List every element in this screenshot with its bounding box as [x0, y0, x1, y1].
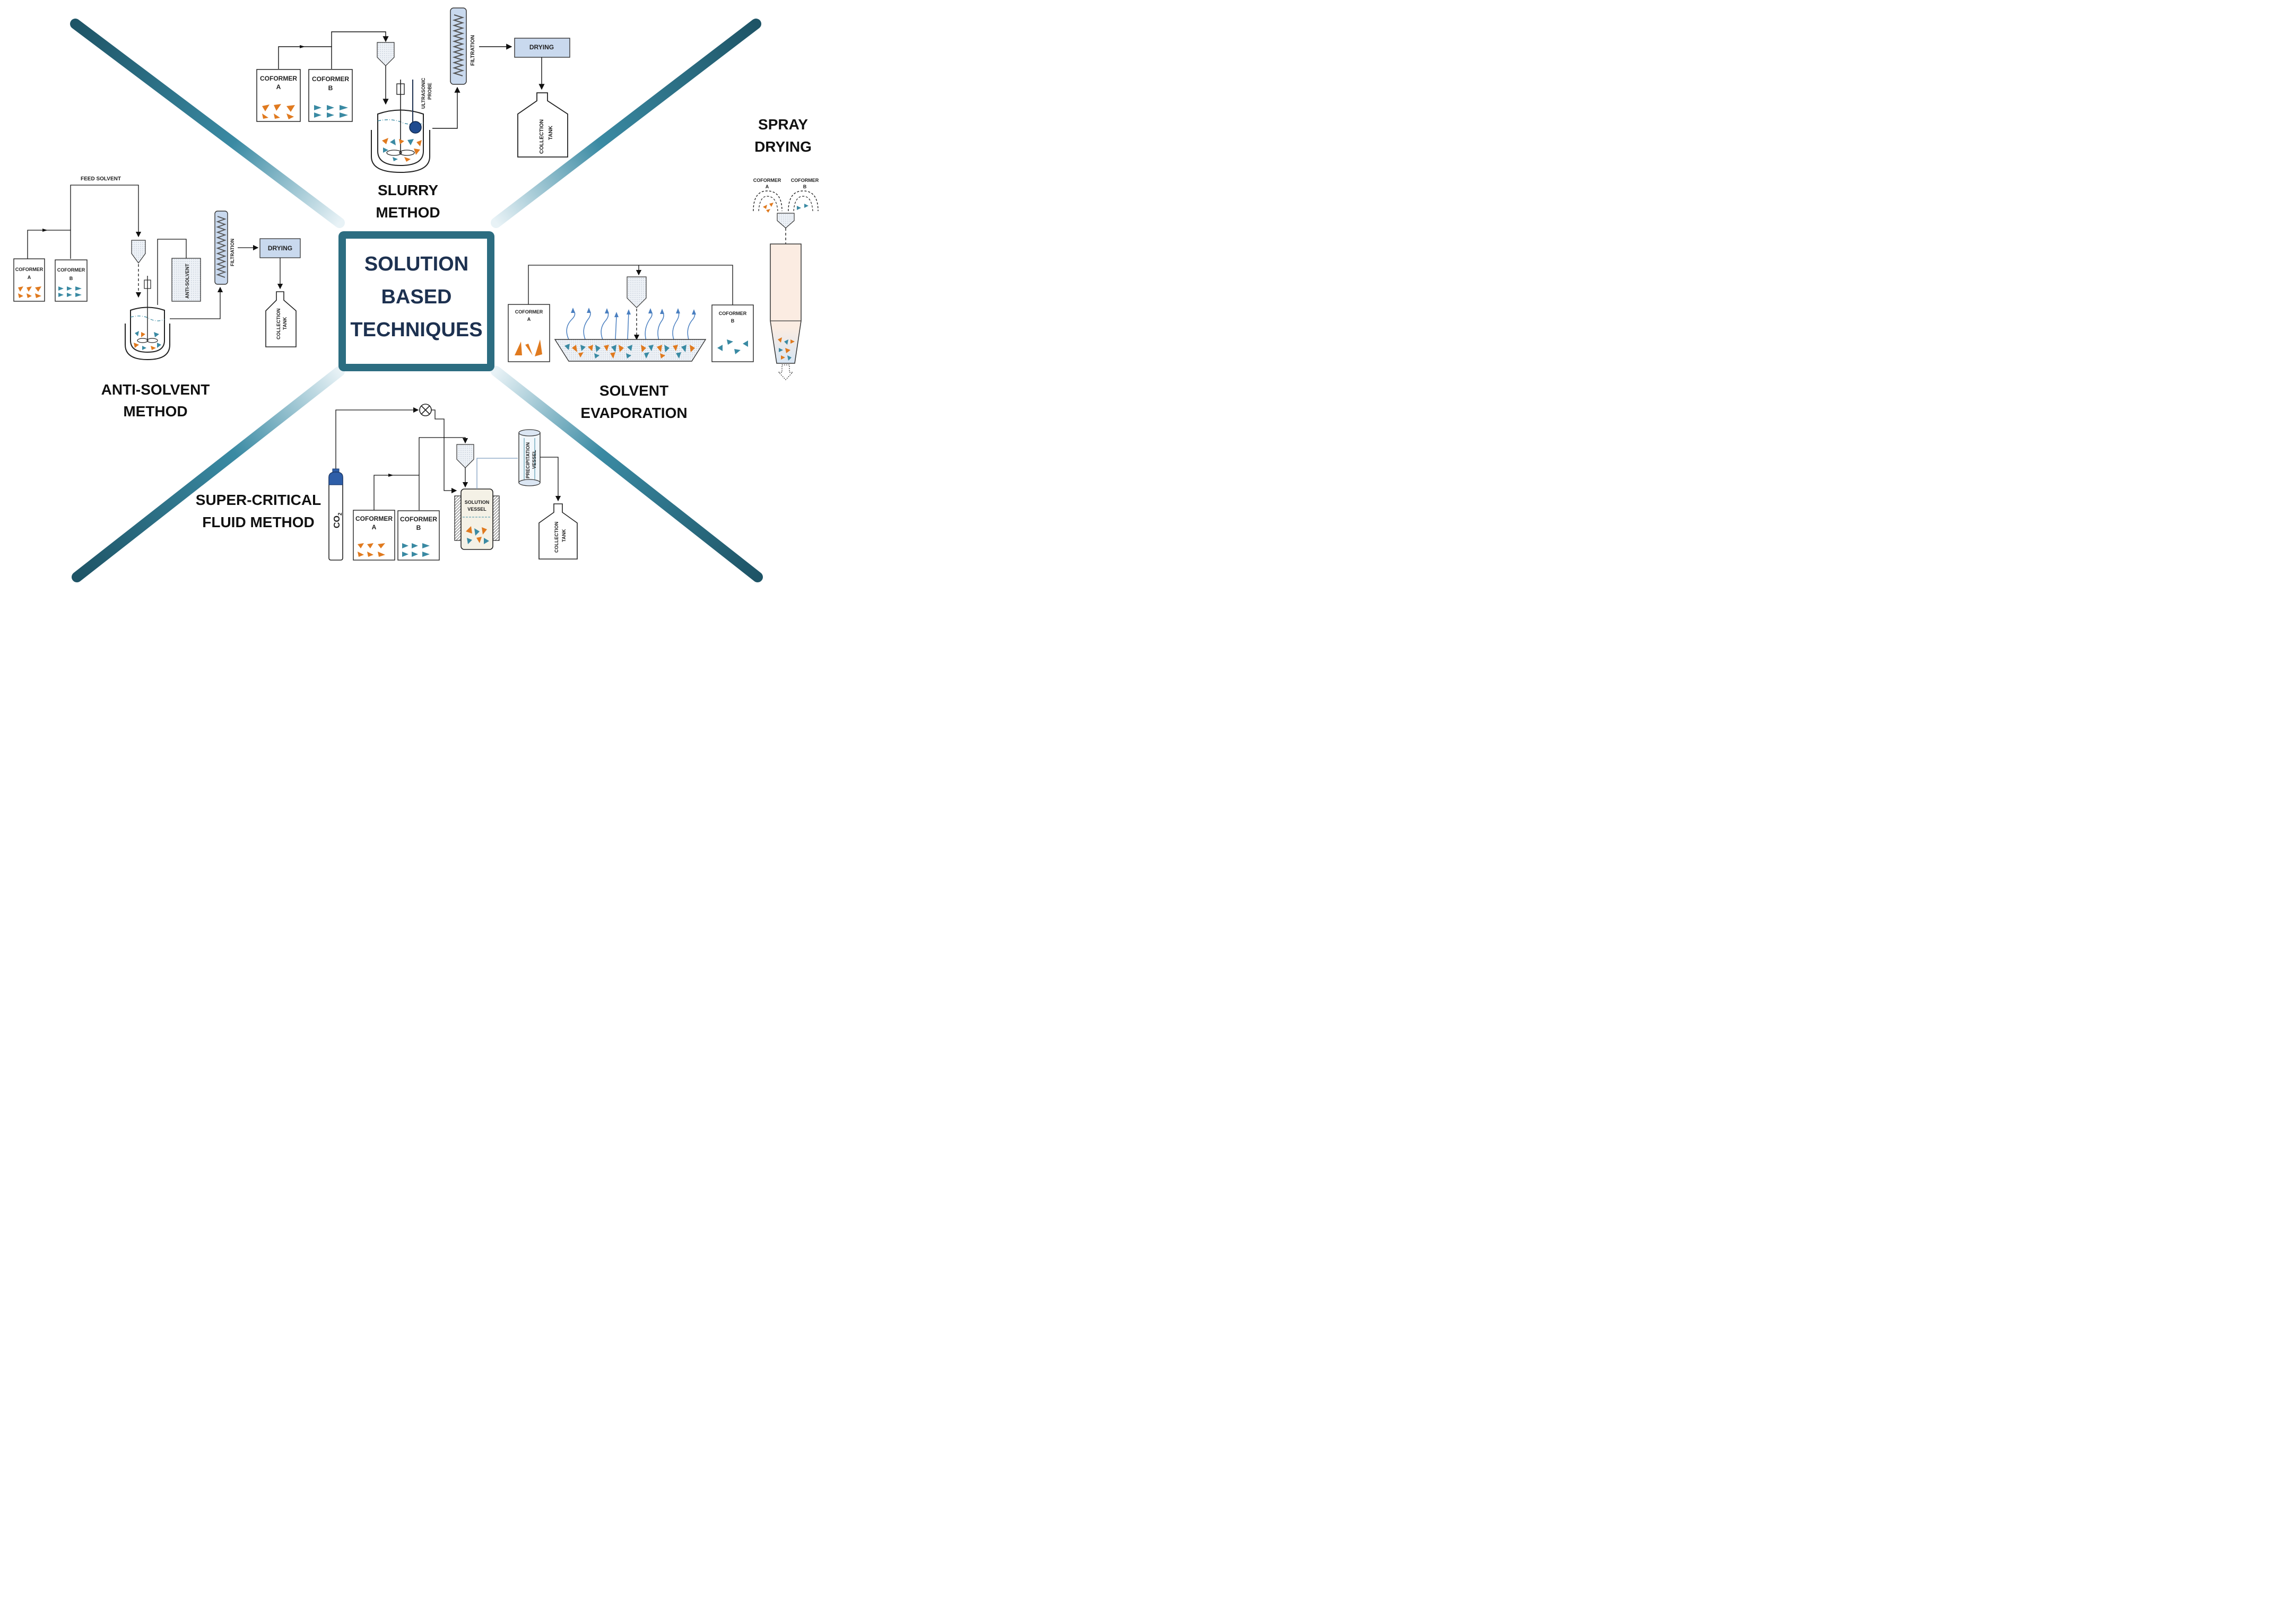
scf-coformer-b-label: COFORMER [400, 516, 437, 523]
slurry-reactor: ULTRASONIC PROBE [371, 77, 432, 173]
slurry-coformer-b-letter: B [328, 84, 333, 92]
scf-solution-label-2: VESSEL [467, 507, 486, 512]
scf-title-line2: FLUID METHOD [202, 514, 315, 530]
scf-funnel [456, 444, 474, 468]
co2-label-main: CO [333, 516, 342, 528]
anti-filtration-label: FILTRATION [230, 239, 235, 266]
spray-coformer-b-label: COFORMER [791, 178, 819, 183]
slurry-collection-tank [517, 92, 568, 158]
center-box: SOLUTION BASED TECHNIQUES [338, 231, 494, 371]
spray-outlet-arrow [778, 364, 794, 380]
center-title-line2: BASED [381, 286, 451, 308]
scf-precipitation-vessel: PRECIPITATION VESSEL [518, 429, 541, 486]
scf-coformer-b-box [397, 510, 440, 561]
anti-title-line1: ANTI-SOLVENT [101, 381, 210, 398]
slurry-filtration-label: FILTRATION [470, 35, 476, 66]
anti-coformer-b-letter: B [69, 276, 73, 281]
center-title-line1: SOLUTION [364, 253, 468, 275]
slurry-teal-particles [314, 105, 348, 118]
evap-title-line1: SOLVENT [599, 382, 668, 399]
evap-coformer-a-letter: A [527, 317, 531, 322]
diagram-svg: SOLUTION BASED TECHNIQUES COFORMER A COF… [13, 7, 819, 582]
evap-coformer-b-letter: B [731, 318, 735, 324]
slurry-tank-label-2: TANK [548, 125, 554, 140]
co2-cylinder: CO2 [328, 468, 343, 561]
scf-solution-label-1: SOLUTION [465, 500, 490, 505]
evap-nozzle [627, 276, 647, 308]
anti-reactor [125, 276, 170, 361]
scf-precip-label-2: VESSEL [532, 450, 537, 469]
slurry-coformer-a-box [256, 69, 301, 122]
scf-coformer-a-box [353, 510, 395, 561]
slurry-funnel [377, 42, 395, 66]
anti-title-line2: METHOD [123, 403, 187, 420]
anti-coformer-b-label: COFORMER [57, 267, 85, 273]
slurry-probe-label-1: ULTRASONIC [421, 77, 426, 109]
slurry-method-panel: COFORMER A COFORMER B [256, 7, 570, 221]
slurry-title-line1: SLURRY [378, 182, 438, 198]
slurry-drying-box [514, 38, 570, 58]
slurry-tank-label-1: COLLECTION [539, 119, 545, 154]
spray-nozzle [777, 213, 795, 229]
evap-coformer-b-box [711, 304, 754, 362]
evap-tray-particles [564, 344, 695, 359]
anti-solvent-panel: FEED SOLVENT COFORMER A COFORMER B ANTI-… [13, 176, 301, 420]
spray-title-line2: DRYING [754, 138, 812, 155]
scf-collection-tank [538, 503, 578, 560]
anti-feed-solvent-label: FEED SOLVENT [81, 176, 121, 182]
evap-coformer-b-label: COFORMER [719, 311, 747, 316]
slurry-probe-label-2: PROBE [427, 83, 432, 100]
scf-tank-label-2: TANK [561, 529, 567, 542]
spray-coformer-a-letter: A [766, 184, 769, 189]
slurry-coformer-b-label: COFORMER [312, 75, 349, 83]
slurry-coformer-a-label: COFORMER [260, 75, 297, 82]
co2-label-sub: 2 [337, 512, 343, 516]
spray-coformer-a-label: COFORMER [753, 178, 781, 183]
diagram-canvas: SOLUTION BASED TECHNIQUES COFORMER A COF… [0, 0, 828, 590]
anti-drying-label: DRYING [268, 245, 292, 252]
anti-funnel [131, 240, 146, 264]
anti-tank-label-1: COLLECTION [276, 309, 281, 340]
anti-coformer-a-letter: A [28, 275, 31, 280]
scf-coformer-b-letter: B [416, 524, 421, 531]
supercritical-fluid-panel: SUPER-CRITICAL FLUID METHOD CO2 COFORMER… [196, 404, 578, 561]
evap-vapor-arrows [566, 310, 696, 341]
anti-solvent-box [171, 258, 201, 302]
evap-title-line2: EVAPORATION [580, 405, 687, 421]
diagonal-bars [70, 19, 763, 582]
spray-coformer-b-letter: B [803, 184, 807, 189]
slurry-coformer-a-letter: A [276, 83, 281, 91]
spray-title-line1: SPRAY [758, 116, 808, 133]
slurry-drying-label: DRYING [529, 43, 554, 51]
slurry-coformer-b-box [308, 69, 353, 122]
scf-coformer-a-label: COFORMER [355, 515, 393, 522]
anti-tank-label-2: TANK [282, 317, 288, 330]
anti-coformer-a-label: COFORMER [15, 267, 44, 272]
slurry-orange-particles [262, 104, 295, 119]
slurry-filtration-column: FILTRATION [450, 7, 476, 85]
evap-coformer-a-label: COFORMER [515, 309, 543, 315]
evap-tray [554, 339, 707, 362]
anti-collection-tank [265, 291, 297, 347]
scf-title-line1: SUPER-CRITICAL [196, 492, 321, 508]
slurry-title-line2: METHOD [376, 204, 440, 221]
spray-drying-column [770, 243, 802, 364]
scf-precip-label-1: PRECIPITATION [525, 442, 531, 478]
scf-solution-vessel: SOLUTION VESSEL [454, 488, 500, 550]
evap-coformer-a-box [508, 304, 550, 362]
anti-filtration-column: FILTRATION [214, 211, 235, 285]
anti-drying-box [259, 238, 301, 258]
anti-solvent-label: ANTI-SOLVENT [185, 264, 190, 299]
scf-tank-label-1: COLLECTION [554, 522, 559, 553]
solvent-evaporation-panel: COFORMER A COFORMER B [508, 265, 754, 421]
spray-drying-panel: SPRAY DRYING COFORMER A COFORMER B [753, 116, 819, 380]
co2-label: CO2 [333, 512, 343, 528]
center-title-line3: TECHNIQUES [350, 319, 482, 341]
scf-coformer-a-letter: A [372, 523, 377, 531]
